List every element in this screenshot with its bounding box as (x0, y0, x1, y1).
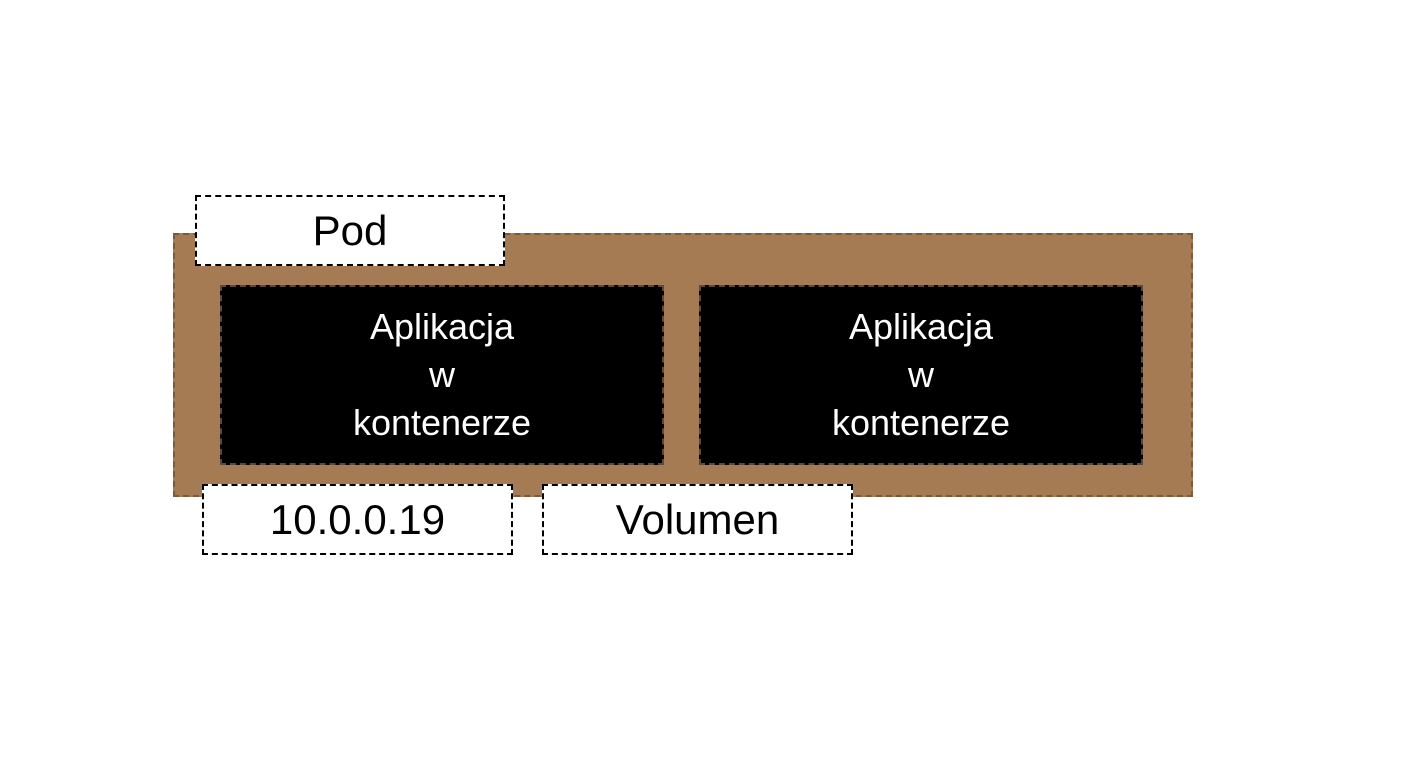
container-box-2: Aplikacja w kontenerze (699, 285, 1143, 465)
ip-address-label: 10.0.0.19 (269, 495, 446, 543)
container-2-line-1: Aplikacja (848, 306, 994, 347)
pod-label: Pod (312, 206, 388, 254)
container-1-line-3: kontenerze (352, 402, 532, 443)
ip-address-tag: 10.0.0.19 (202, 484, 513, 555)
container-2-line-2: w (908, 354, 934, 395)
container-1-line-2: w (429, 354, 455, 395)
pod-label-tag: Pod (195, 195, 505, 266)
container-1-line-1: Aplikacja (369, 306, 515, 347)
container-2-line-3: kontenerze (831, 402, 1011, 443)
volume-tag: Volumen (542, 484, 853, 555)
volume-label: Volumen (615, 495, 780, 543)
container-box-1: Aplikacja w kontenerze (220, 285, 664, 465)
